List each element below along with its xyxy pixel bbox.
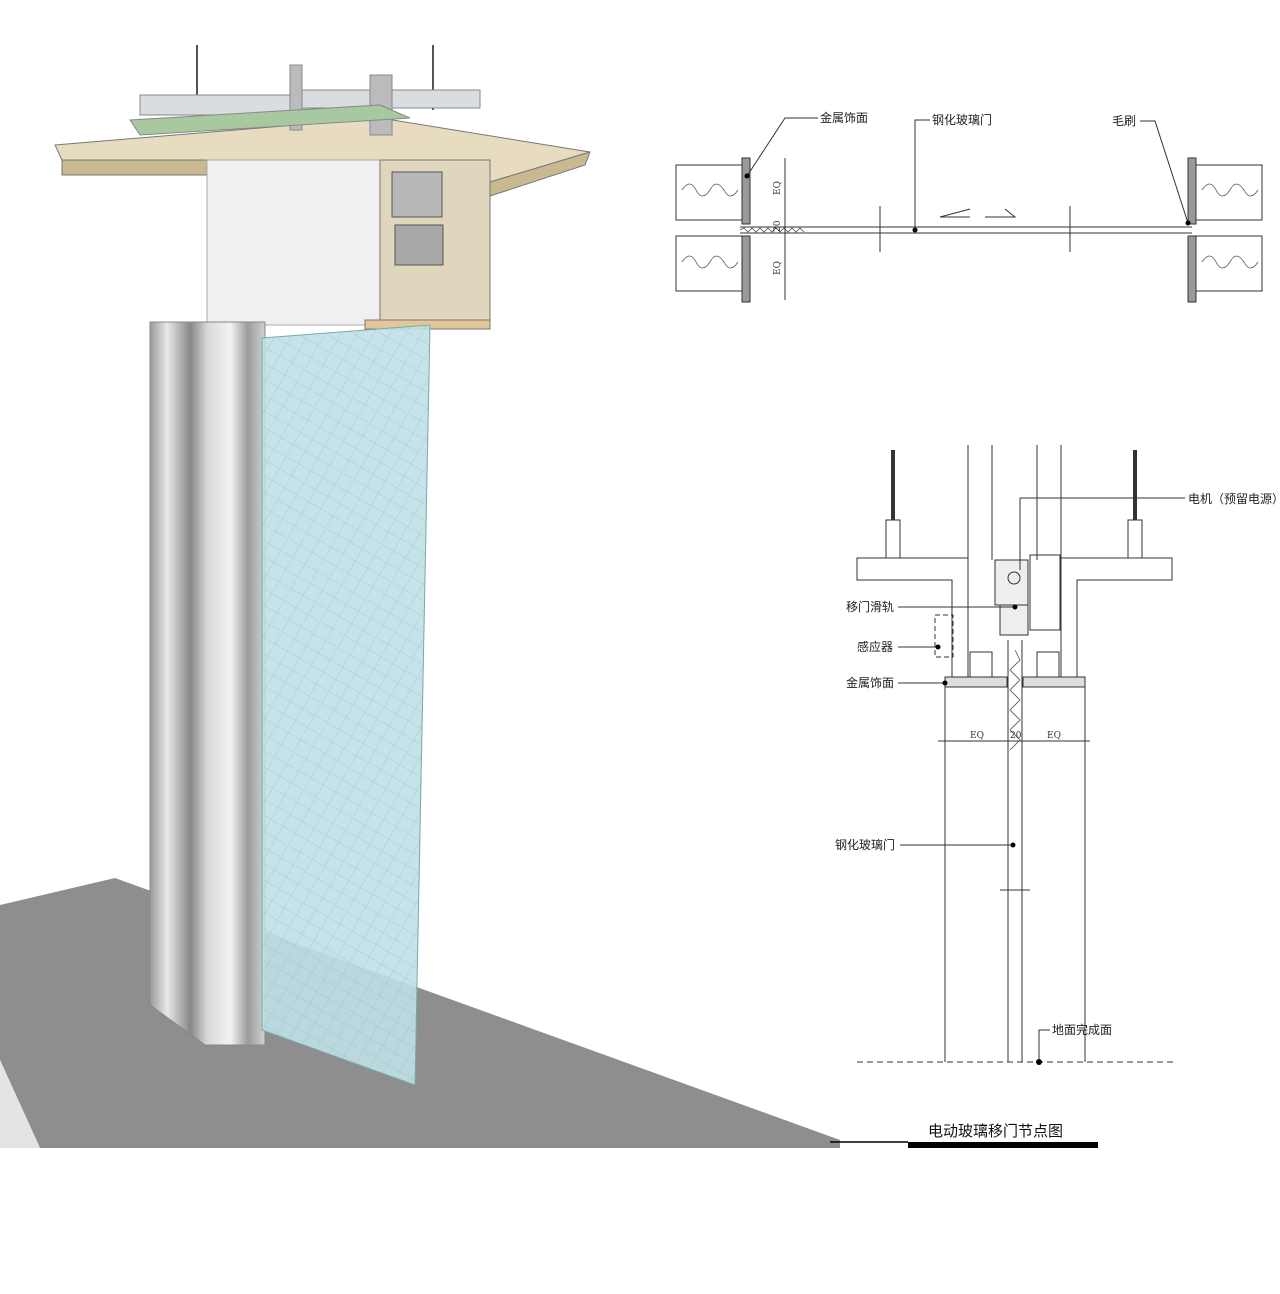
floor-edge (0, 1060, 40, 1148)
dim-eq-top: EQ (773, 181, 783, 195)
label-sensor: 感应器 (857, 639, 893, 654)
track-unit (394, 224, 444, 266)
label-glass-door-plan: 钢化玻璃门 (932, 112, 992, 127)
floor (0, 878, 840, 1148)
metal-column (149, 321, 266, 1046)
white-wall-box (206, 159, 381, 326)
motor-unit (391, 171, 443, 218)
label-motor: 电机（预留电源） (1188, 492, 1280, 506)
glass-door-plan (739, 206, 1192, 252)
title-underline (908, 1142, 1098, 1148)
label-glass-door-section: 钢化玻璃门 (835, 837, 895, 852)
dim-20-section: 20 (1010, 731, 1022, 741)
ceiling-hangers (129, 45, 481, 136)
dim-eq-left: EQ (970, 731, 984, 741)
label-metal-finish-section: 金属饰面 (846, 675, 894, 690)
section-view: 电机（预留电源） 移门滑轨 感应器 金属饰面 EQ 20 EQ 钢化玻璃门 地面… (835, 445, 1280, 1065)
label-finished-floor: 地面完成面 (1052, 1022, 1112, 1037)
dim-eq-bottom: EQ (773, 261, 783, 275)
label-sliding-track: 移门滑轨 (846, 599, 894, 614)
plan-view: EQ 20 EQ 金属饰面 钢化玻璃门 毛刷 (675, 110, 1263, 303)
dim-20: 20 (773, 220, 783, 232)
label-brush: 毛刷 (1112, 114, 1136, 128)
drawing-title: 电动玻璃移门节点图 (928, 1122, 1063, 1140)
dim-eq-right: EQ (1047, 731, 1061, 741)
right-wall (1187, 157, 1263, 303)
render-3d (0, 45, 840, 1148)
plan-dimension-line: EQ 20 EQ (773, 158, 786, 300)
left-wall (675, 157, 751, 303)
glass-door-pattern (261, 324, 431, 1086)
label-metal-finish-plan: 金属饰面 (820, 110, 868, 125)
